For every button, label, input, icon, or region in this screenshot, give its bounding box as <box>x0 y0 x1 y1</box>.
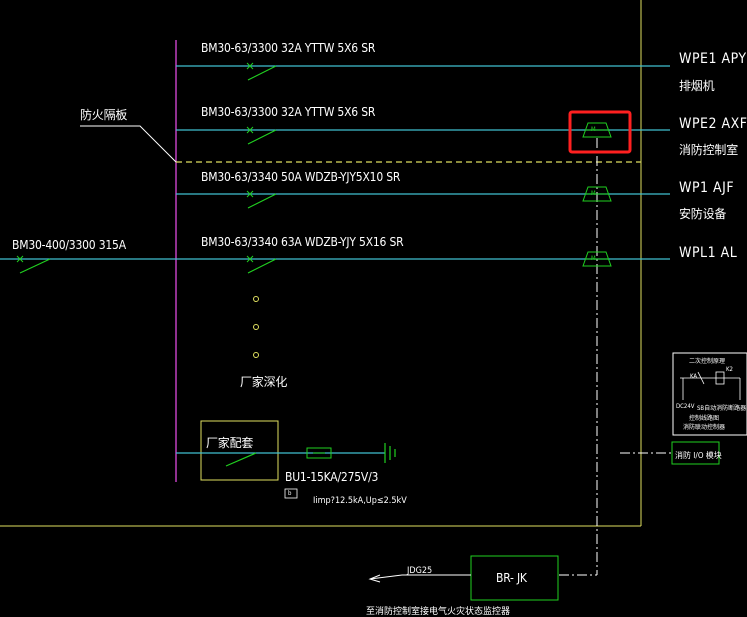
feeder-4-label: BM30-63/3340 63A WDZB-YJY 5X16 SR <box>201 235 404 249</box>
feeder-2-circuit: WPE2 AXF <box>679 116 747 132</box>
main-breaker-switch <box>19 258 51 274</box>
feeder-1-lines <box>176 65 670 81</box>
small-label-box <box>284 488 298 499</box>
sensor-2-label: M <box>591 190 596 197</box>
vendor-supply-box <box>200 420 279 481</box>
jdg-arrow <box>368 574 381 583</box>
br-box <box>470 555 559 601</box>
bottom-note: 至消防控制室接电气火灾状态监控器 <box>366 607 511 617</box>
feeder-3-load: 安防设备 <box>679 207 727 221</box>
control-box-line-b: 控制线路图 <box>689 415 720 422</box>
jdg-label: JDG25 <box>407 566 433 576</box>
control-diagram-box <box>672 352 747 436</box>
fire-switch-label: 防火隔板 <box>80 108 128 122</box>
control-box-title: 二次控制原理 <box>689 358 726 365</box>
feeder-2-load: 消防控制室 <box>679 143 739 157</box>
sensor-symbol-2 <box>582 186 612 202</box>
spd-note: Iimp?12.5kA,Up≤2.5kV <box>313 496 407 506</box>
jdg-leader <box>369 574 471 580</box>
main-breaker-label: BM30-400/3300 315A <box>12 238 126 252</box>
io-module-box <box>671 441 720 465</box>
feeder-1-load: 排烟机 <box>679 79 715 93</box>
sensor-3-label: M <box>591 255 596 262</box>
control-box-line-a: SB自动消防断路器 <box>697 405 747 412</box>
vendor-deepen-label: 厂家深化 <box>240 375 288 389</box>
feeder-1-label: BM30-63/3300 32A YTTW 5X6 SR <box>201 41 376 55</box>
sensor-symbol-1 <box>582 122 612 138</box>
feeder-2-label: BM30-63/3300 32A YTTW 5X6 SR <box>201 105 376 119</box>
sensor-symbol-3 <box>582 251 612 267</box>
spd-label: BU1-15KA/275V/3 <box>285 470 379 484</box>
spd-switch <box>225 452 257 467</box>
feeder-4-circuit: WPL1 AL <box>679 245 738 261</box>
control-box-line-c: 消防联动控制器 <box>683 424 726 431</box>
io-module-label: 消防 I/O 模块 <box>675 451 722 460</box>
ground-symbol <box>384 443 396 463</box>
sensor-1-label: M <box>591 126 596 133</box>
breaker-marks <box>16 62 254 263</box>
control-box-dc24v: DC24V <box>676 403 695 410</box>
control-box-ka: KA <box>690 373 698 380</box>
control-diagram-lines <box>680 371 741 400</box>
fire-switch-leader <box>80 125 177 163</box>
small-box-label: b <box>288 490 292 497</box>
continuation-dots <box>253 296 259 358</box>
feeder-1-circuit: WPE1 APY <box>679 51 747 67</box>
spd-fuse <box>306 447 332 459</box>
feeder-3-circuit: WP1 AJF <box>679 180 735 196</box>
br-box-label: BR- JK <box>496 571 527 585</box>
vendor-supply-label: 厂家配套 <box>206 436 254 450</box>
feeder-3-label: BM30-63/3340 50A WDZB-YJY5X10 SR <box>201 170 401 184</box>
highlight-box <box>568 110 632 154</box>
control-box-k2: K2 <box>726 366 733 373</box>
